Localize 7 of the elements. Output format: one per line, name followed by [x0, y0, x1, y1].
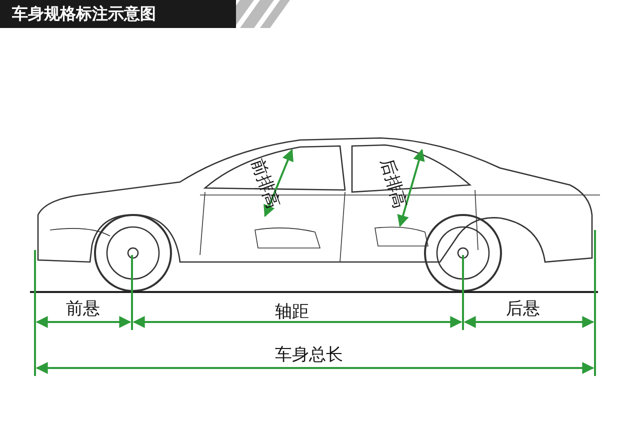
dimension-label: 车身总长 — [275, 344, 343, 366]
dimension-label: 前排高 — [246, 156, 284, 212]
dimension-label: 后悬 — [506, 298, 540, 320]
dimension-label: 轴距 — [275, 301, 309, 323]
dimension-label: 前悬 — [66, 298, 100, 320]
title: 车身规格标注示意图 — [0, 0, 236, 28]
dimension-label: 后排高 — [375, 156, 411, 212]
